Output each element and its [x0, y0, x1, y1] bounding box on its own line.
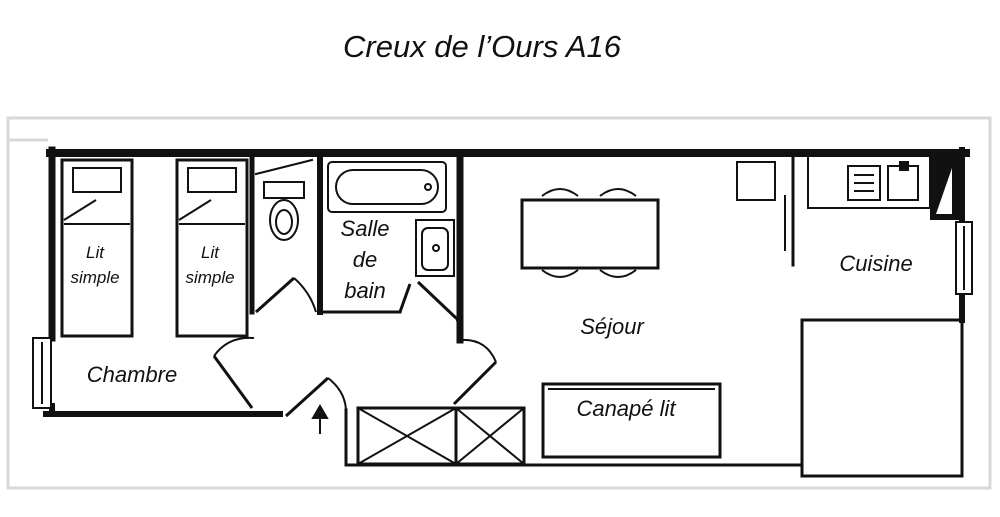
bathtub-icon [327, 161, 447, 213]
stove-icon [887, 165, 919, 201]
exterior-outline [6, 116, 992, 490]
bed-2 [175, 158, 249, 338]
door-sejour-swing [459, 338, 497, 363]
sink-kitchen-icon [847, 165, 881, 201]
bed-1 [60, 158, 134, 338]
windows [32, 221, 973, 409]
room-label-salle-line-3: bain [344, 278, 386, 303]
bed-2-label-line-1: Lit [201, 243, 220, 262]
door-bedroom [212, 355, 254, 409]
door-entry [284, 376, 330, 418]
closet-2 [454, 406, 526, 466]
fridge-icon [736, 161, 776, 201]
door-bath-swing [455, 317, 462, 341]
doors [212, 276, 498, 418]
door-bedroom-swing [213, 336, 255, 357]
wall-wc-top [254, 158, 314, 176]
door-wc-swing [293, 277, 317, 313]
entry-arrow-icon [311, 404, 329, 434]
door-entry-swing [327, 377, 347, 413]
room-label-salle-line-2: de [353, 247, 377, 272]
door-bath-right [416, 280, 458, 320]
closets [356, 406, 526, 466]
room-label-cuisine: Cuisine [839, 251, 912, 276]
kitchen-counter [807, 155, 931, 209]
door-wc [254, 276, 296, 314]
room-label-chambre: Chambre [87, 362, 177, 387]
storage-block [800, 318, 964, 478]
wall-corner-notch [936, 168, 952, 214]
sofa-bed-label: Canapé lit [576, 396, 676, 421]
door-sejour [452, 360, 498, 406]
toilet-icon [263, 181, 305, 241]
room-label-salle-line-1: Salle [341, 216, 390, 241]
walls [43, 146, 970, 478]
sofa-bed [541, 382, 722, 459]
dining-table [520, 188, 660, 278]
bed-1-label-line-2: simple [70, 268, 119, 287]
room-label-sejour: Séjour [580, 314, 645, 339]
bed-1-label-line-1: Lit [86, 243, 105, 262]
door-bath-left [398, 283, 412, 313]
bed-2-label-line-2: simple [185, 268, 234, 287]
plan-title: Creux de l’Ours A16 [343, 29, 622, 64]
sink-icon [415, 219, 455, 277]
